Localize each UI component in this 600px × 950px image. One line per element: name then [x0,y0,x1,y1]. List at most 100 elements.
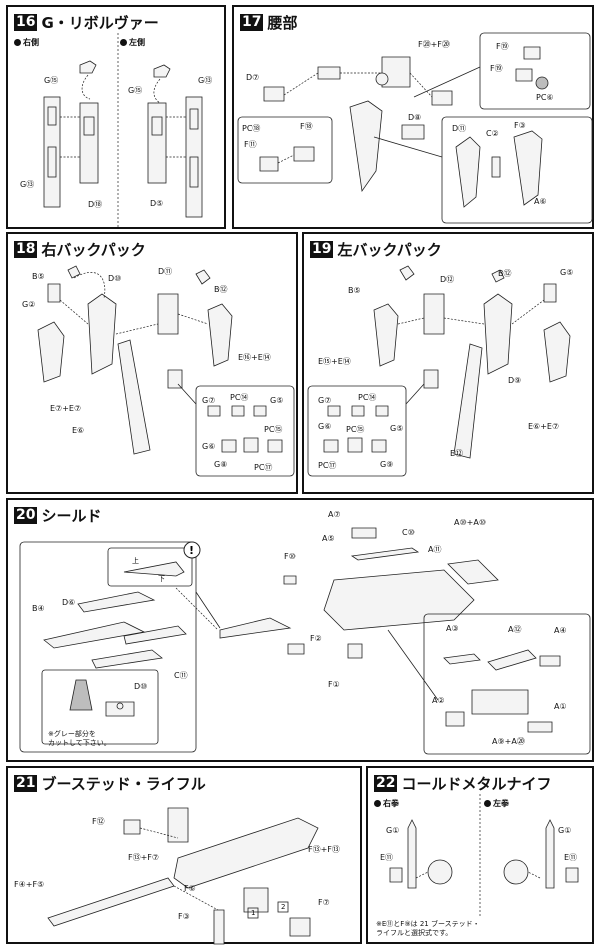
step-17-drawing [237,32,593,224]
part-label: F⑬+F⑬ [308,845,340,854]
part-label: PC⑰ [254,463,273,472]
step-title: 左バックパック [337,241,442,259]
selection-note: ※E⑪とF⑨は 21 ブーステッド・ ライフルと選択式です。 [376,920,480,937]
part-label: G⑥ [202,442,216,451]
step-18-header: 18 右バックパック [14,239,146,260]
part-label: C⑪ [174,671,188,680]
step-title: シールド [41,507,102,525]
part-label: G① [558,826,572,835]
part-label: E⑫ [450,449,464,458]
part-label: E⑦+E⑦ [50,404,82,413]
step-22-panel: 22 コールドメタルナイフ 右拳 左拳 G① E⑪ G① E⑪ ※E⑪とF⑨は … [366,766,594,944]
part-label: G① [386,826,400,835]
step-21-header: 21 ブーステッド・ライフル [14,773,206,794]
step-17-panel: 17 腰部 D⑦ F⑳+F⑳ D⑧ F⑲ F⑲ PC⑥ PC⑱ F⑱ F⑪ D⑪… [232,5,594,229]
bullet-icon [14,39,21,46]
subheading-left-fist: 左拳 [484,798,509,809]
step-number: 16 [14,14,38,31]
part-label: E⑥ [72,426,85,435]
bullet-icon [484,800,491,807]
part-label: F⑲ [496,42,509,51]
part-label: D⑫ [440,275,455,284]
part-label: D⑱ [88,200,103,209]
part-label: F⑫ [92,817,105,826]
part-label: F⑥ [184,884,196,893]
part-label: F⑲ [490,64,503,73]
part-label: D⑥ [62,598,76,607]
arrow-label-bottom: 下 [158,575,165,583]
part-label: G② [22,300,36,309]
part-label: F⑱ [300,122,313,131]
step-number: 20 [14,507,38,524]
step-17-header: 17 腰部 [240,12,298,33]
step-number: 21 [14,775,38,792]
part-label: E⑪ [380,853,394,862]
part-label: A⑩+A⑩ [454,518,486,527]
part-label: A③ [446,624,459,633]
part-label: PC⑭ [358,393,377,402]
part-label: D⑩ [134,682,148,691]
cut-note: ※グレー部分を カットして下さい。 [48,730,111,747]
part-label: G⑬ [20,180,35,189]
svg-text:!: ! [189,544,194,557]
step-title: G・リボルヴァー [41,14,159,32]
part-label: A⑦ [328,510,341,519]
subheading-right: 右側 [14,37,39,48]
part-label: F⑪ [244,140,257,149]
step-22-drawing [389,794,579,918]
step-title: 右バックパック [41,241,146,259]
step-18-panel: 18 右バックパック B⑤ G② D⑩ D⑪ B⑫ E⑯+E⑭ E⑦+E⑦ E⑥… [6,232,298,494]
subheading-left: 左側 [120,37,145,48]
step-20-header: 20 シールド [14,505,102,526]
part-label: PC⑭ [230,393,249,402]
part-label: G⑨ [380,460,394,469]
step-16-header: 16 G・リボルヴァー [14,12,159,33]
part-label: PC⑱ [242,124,261,133]
step-16-drawing [43,33,203,229]
part-label: G⑤ [270,396,284,405]
part-label: E⑮+E⑭ [318,357,351,366]
step-21-drawing [47,807,319,945]
part-label: G⑮ [128,86,143,95]
part-label: A⑫ [508,625,522,634]
part-label: PC⑮ [346,425,365,434]
part-label: F③ [514,121,526,130]
part-label: F⑩ [284,552,296,561]
step-16-panel: 16 G・リボルヴァー 右側 左側 G⑮ G⑬ D⑱ G⑮ G⑬ D⑤ [6,5,226,229]
part-label: E⑪ [564,853,578,862]
bullet-icon [374,800,381,807]
part-label: A① [554,702,567,711]
part-label: A⑨+A⑳ [492,737,525,746]
part-label: G⑥ [318,422,332,431]
step-title: 腰部 [267,14,298,32]
part-label: F⑳+F⑳ [418,40,450,49]
step-20-panel: 20 シールド ! 上 [6,498,594,762]
part-label: G⑦ [202,396,216,405]
part-label: G⑬ [198,76,213,85]
step-number: 17 [240,14,264,31]
part-label: PC⑮ [264,425,283,434]
part-label: G⑮ [44,76,59,85]
part-label: D⑪ [452,124,467,133]
part-label: E⑯+E⑭ [238,353,271,362]
part-label: B⑤ [32,272,45,281]
subheading-right-fist: 右拳 [374,798,399,809]
part-label: F③ [178,912,190,921]
part-label: C② [486,129,499,138]
part-label: B④ [32,604,45,613]
step-21-panel: 21 ブーステッド・ライフル F⑫ F⑬+F⑦ F⑬+F⑬ F④+F⑤ F⑦ F… [6,766,362,945]
part-label: D⑤ [150,199,164,208]
part-label: G⑦ [318,396,332,405]
step-number: 19 [310,241,334,258]
part-label: PC⑰ [318,461,337,470]
part-label: PC⑥ [536,93,554,102]
part-label: B⑫ [498,269,512,278]
part-label: G⑤ [560,268,574,277]
part-label: G⑧ [214,460,228,469]
part-label: G⑤ [390,424,404,433]
step-22-header: 22 コールドメタルナイフ [374,773,552,794]
part-label: F④+F⑤ [14,880,45,889]
bullet-icon [120,39,127,46]
arrow-label-top: 上 [132,557,139,565]
part-label: D⑩ [108,274,122,283]
